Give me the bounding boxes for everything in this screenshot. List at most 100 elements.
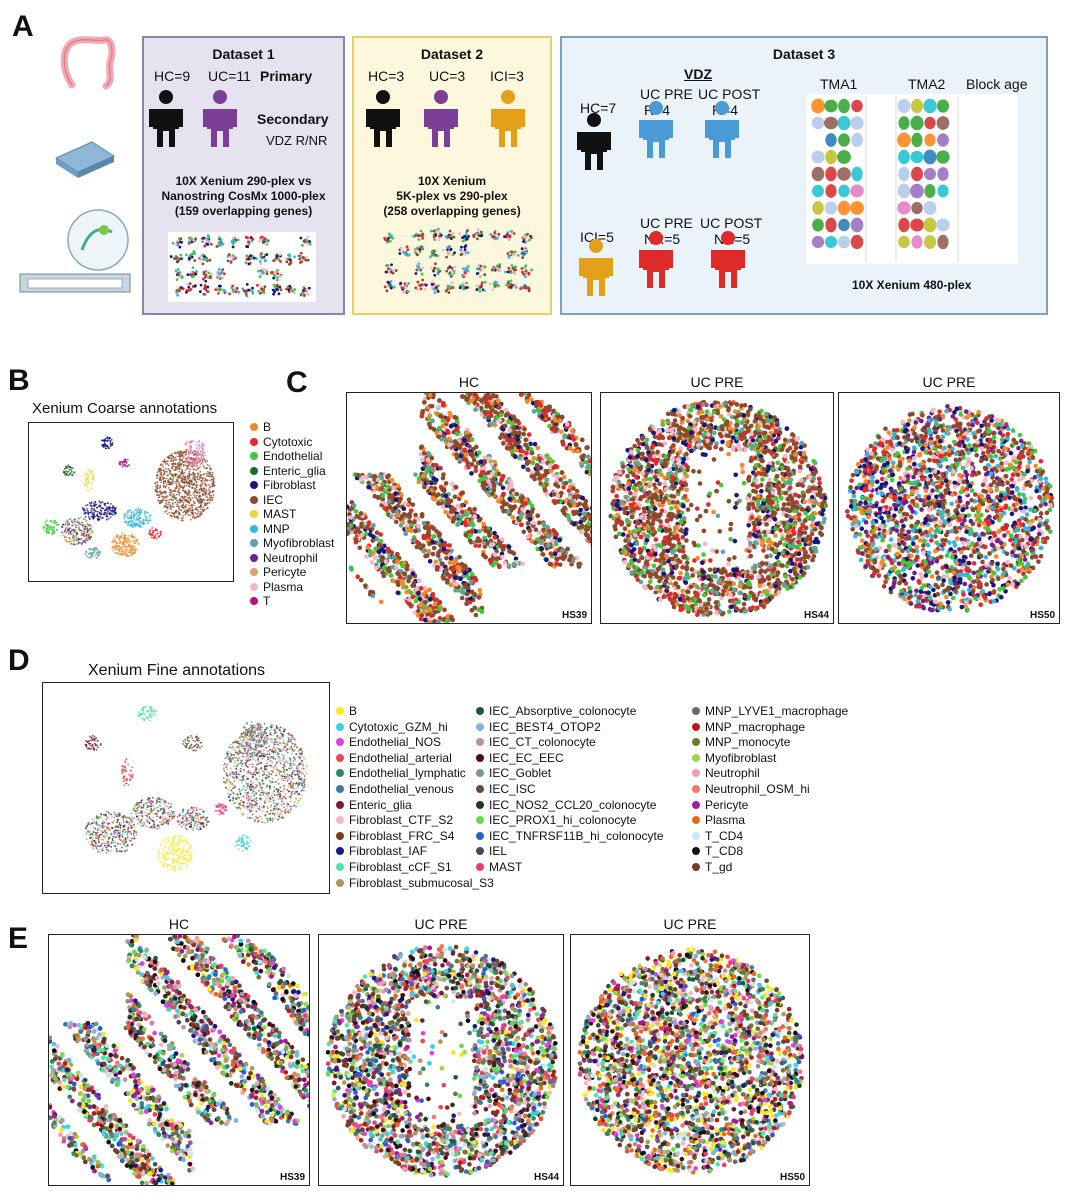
legend-label: IEC_BEST4_OTOP2 <box>489 720 601 734</box>
legend-swatch <box>336 831 344 840</box>
fine-iec_tnfrsf11b_hi_colonocyte: IEC_TNFRSF11B_hi_colonocyte <box>476 829 664 843</box>
legend-label: B <box>349 704 357 718</box>
legend-swatch <box>476 722 484 731</box>
legend-swatch <box>692 753 700 762</box>
legend-swatch <box>476 831 484 840</box>
legend-label: Fibroblast_CTF_S2 <box>349 813 453 827</box>
fine-iel: IEL <box>476 844 507 858</box>
legend-swatch <box>692 863 700 871</box>
panel-e-hs39-tissue <box>49 935 309 1185</box>
fine-endothelial_nos: Endothelial_NOS <box>336 735 441 749</box>
fine-iec_prox1_hi_colonocyte: IEC_PROX1_hi_colonocyte <box>476 813 636 827</box>
legend-swatch <box>476 753 484 762</box>
fine-t_cd8: T_CD8 <box>692 844 743 858</box>
fine-t_cd4: T_CD4 <box>692 829 743 843</box>
fine-mast: MAST <box>476 860 522 874</box>
fine-endothelial_venous: Endothelial_venous <box>336 782 454 796</box>
fine-pericyte: Pericyte <box>692 798 748 812</box>
panel-e-hs50-title: UC PRE <box>570 916 810 932</box>
legend-swatch <box>336 753 344 762</box>
legend-label: MNP_monocyte <box>705 735 790 749</box>
panel-c-hs44-frame: HS44 <box>600 392 834 624</box>
panel-c-hs44-tissue <box>608 399 828 618</box>
legend-label: MAST <box>489 860 522 874</box>
legend-label: Neutrophil_OSM_hi <box>705 782 810 796</box>
panel-c-hs50-title: UC PRE <box>838 374 1060 390</box>
fine-plasma: Plasma <box>692 813 745 827</box>
panel-d-title: Xenium Fine annotations <box>88 662 265 680</box>
panel-d-umap <box>42 682 330 894</box>
panel-e-hs44-sample-id: HS44 <box>534 1172 559 1183</box>
legend-swatch <box>336 738 344 747</box>
legend-swatch <box>336 769 344 778</box>
legend-label: IEC_PROX1_hi_colonocyte <box>489 813 636 827</box>
legend-swatch <box>336 785 344 793</box>
legend-swatch <box>336 722 344 731</box>
fine-mnp_macrophage: MNP_macrophage <box>692 720 805 734</box>
panel-e-hs50-tissue <box>577 947 805 1175</box>
legend-label: Pericyte <box>705 798 748 812</box>
legend-swatch <box>336 863 344 871</box>
legend-swatch <box>336 816 344 825</box>
fine-t_gd: T_gd <box>692 860 732 874</box>
fine-cytotoxic_gzm_hi: Cytotoxic_GZM_hi <box>336 720 448 734</box>
panel-c-hs50-tissue <box>844 404 1055 613</box>
legend-swatch <box>692 738 700 747</box>
legend-swatch <box>336 847 344 856</box>
legend-label: Cytotoxic_GZM_hi <box>349 720 448 734</box>
legend-swatch <box>476 816 484 825</box>
legend-label: IEC_NOS2_CCL20_colonocyte <box>489 798 656 812</box>
legend-swatch <box>476 863 484 871</box>
panel-c-hs39-tissue <box>347 393 591 623</box>
legend-swatch <box>692 722 700 731</box>
panel-c-hs39-title: HC <box>346 374 592 390</box>
legend-label: Endothelial_venous <box>349 782 454 796</box>
legend-swatch <box>692 785 700 793</box>
fine-b: B <box>336 704 357 718</box>
legend-swatch <box>692 707 700 715</box>
fine-iec_absorptive_colonocyte: IEC_Absorptive_colonocyte <box>476 704 636 718</box>
panel-e-hs50-sample-id: HS50 <box>780 1172 805 1183</box>
fine-neutrophil_osm_hi: Neutrophil_OSM_hi <box>692 782 810 796</box>
fine-fibroblast_ccf_s1: Fibroblast_cCF_S1 <box>336 860 452 874</box>
legend-label: IEL <box>489 844 507 858</box>
fine-iec_ct_colonocyte: IEC_CT_colonocyte <box>476 735 596 749</box>
legend-label: Plasma <box>705 813 745 827</box>
legend-label: Fibroblast_submucosal_S3 <box>349 876 494 890</box>
legend-label: T_CD8 <box>705 844 743 858</box>
legend-label: Fibroblast_FRC_S4 <box>349 829 454 843</box>
legend-swatch <box>692 769 700 778</box>
fine-myofibroblast: Myofibroblast <box>692 751 776 765</box>
panel-letter-d: D <box>8 646 30 676</box>
legend-label: Myofibroblast <box>705 751 776 765</box>
legend-label: T_CD4 <box>705 829 743 843</box>
panel-e-hs44-tissue <box>325 943 559 1178</box>
fine-neutrophil: Neutrophil <box>692 766 760 780</box>
panel-e-hs39-title: HC <box>48 916 310 932</box>
legend-label: IEC_Goblet <box>489 766 551 780</box>
legend-label: Endothelial_lymphatic <box>349 766 466 780</box>
fine-iec_ec_eec: IEC_EC_EEC <box>476 751 564 765</box>
legend-swatch <box>336 878 344 887</box>
panel-c-hs44-sample-id: HS44 <box>804 610 829 621</box>
fine-iec_best4_otop2: IEC_BEST4_OTOP2 <box>476 720 601 734</box>
panel-e-hs39-sample-id: HS39 <box>280 1172 305 1183</box>
legend-swatch <box>336 707 344 715</box>
panel-c-hs50-sample-id: HS50 <box>1030 610 1055 621</box>
legend-label: T_gd <box>705 860 732 874</box>
legend-label: IEC_Absorptive_colonocyte <box>489 704 636 718</box>
legend-label: Endothelial_NOS <box>349 735 441 749</box>
legend-swatch <box>336 800 344 809</box>
fine-fibroblast_ctf_s2: Fibroblast_CTF_S2 <box>336 813 453 827</box>
legend-swatch <box>476 800 484 809</box>
legend-swatch <box>476 769 484 778</box>
legend-swatch <box>476 738 484 747</box>
legend-swatch <box>692 800 700 809</box>
panel-c-hs39-sample-id: HS39 <box>562 610 587 621</box>
legend-swatch <box>476 847 484 856</box>
fine-fibroblast_frc_s4: Fibroblast_FRC_S4 <box>336 829 454 843</box>
fine-iec_goblet: IEC_Goblet <box>476 766 551 780</box>
fine-iec_nos2_ccl20_colonocyte: IEC_NOS2_CCL20_colonocyte <box>476 798 656 812</box>
legend-swatch <box>692 816 700 825</box>
